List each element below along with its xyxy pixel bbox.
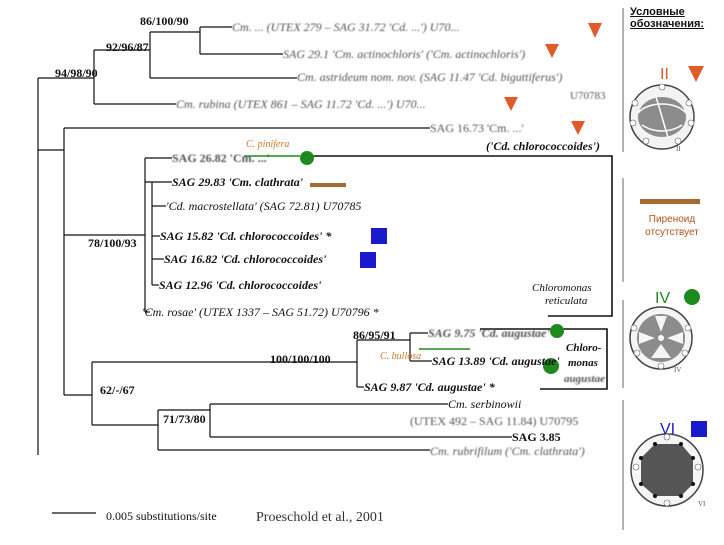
bootstrap-n7: 62/-/67 [100,383,135,397]
legend-type-VI-label: VI [660,421,676,438]
bootstrap-n3: 94/98/90 [55,66,98,80]
taxon-label: ('Cd. chlorococcoides') [486,139,600,153]
taxon-label: SAG 9.75 'Cd. augustae' [428,326,550,340]
bootstrap-n6: 100/100/100 [270,352,331,366]
legend-type-IV-label: IV [655,290,671,307]
clade-label: augustae [564,373,605,385]
taxon-label: Cm. serbinowii [448,397,522,411]
cell-type-II-icon [629,83,695,150]
bootstrap-n4: 78/100/93 [88,236,137,250]
cell-type-VI-caption: VI [698,500,706,508]
type-VI-square-marker [360,252,376,268]
type-II-triangle-marker [588,23,602,38]
taxon-label: SAG 26.82 'Cm. ...' [172,151,271,165]
taxon-label: SAG 3.85 [512,430,561,444]
legend-title: Условные обозначения: [630,6,705,30]
taxon-label: Cm. rubrifilum ('Cm. clathrata') [430,444,585,458]
taxon-label: Cm. ... (UTEX 279 – SAG 31.72 'Cd. ...')… [232,20,460,34]
no-pyrenoid-bar-marker [310,183,346,187]
taxon-accession: (UTEX 492 – SAG 11.84) U70795 [410,414,579,428]
bootstrap-n8: 71/73/80 [163,412,206,426]
legend-type-II-label: II [660,66,669,83]
type-IV-circle-marker [543,358,559,374]
pyrenoid-absent-label: Пиреноид отсутствует [645,214,699,238]
taxon-label: SAG 29.83 'Cm. clathrata' [172,175,304,189]
clade-label: Chloromonas [532,282,592,294]
bootstrap-n5: 86/95/91 [353,328,396,342]
taxon-label: SAG 12.96 'Cd. chlorococcoides' [159,278,322,292]
clade-label: Chloro- [566,342,602,354]
type-II-triangle-marker [545,44,559,58]
taxon-label: 'Cd. macrostellata' (SAG 72.81) U70785 [166,199,362,213]
cell-type-IV-icon [629,306,693,370]
cell-type-IV-caption: IV [674,366,682,374]
cell-type-II-caption: II [676,145,681,153]
taxon-label: SAG 13.89 'Cd. augustae' [432,354,560,368]
taxon-label: SAG 16.73 'Cm. ...' [430,121,524,135]
taxon-label: SAG 15.82 'Cd. chlorococcoides' * [160,229,332,243]
taxon-label: Cm. astrideum nom. nov. (SAG 11.47 'Cd. … [297,70,563,84]
type-IV-circle-marker [300,151,314,165]
legend-square-icon [691,421,707,437]
citation: Proeschold et al., 2001 [256,510,384,525]
taxon-accession: U70783 [570,90,606,102]
type-II-triangle-marker [571,121,585,135]
bootstrap-n1: 86/100/90 [140,14,189,28]
species-annotation: C. pinifera [246,139,290,150]
type-VI-square-marker [371,228,387,244]
scale-bar-label: 0.005 substitutions/site [106,509,217,523]
type-II-triangle-marker [504,97,518,111]
bootstrap-n2: 92/96/87 [106,40,149,54]
clade-label: reticulata [545,295,588,307]
taxon-label: SAG 9.87 'Cd. augustae' * [364,380,495,394]
clade-label: monas [568,357,598,369]
legend-circle-icon [684,289,700,305]
legend-bar-icon [640,199,700,204]
taxon-label: SAG 29.1 'Cm. actinochloris' ('Cm. actin… [283,47,526,61]
taxon-label: Cm. rubina (UTEX 861 – SAG 11.72 'Cd. ..… [176,97,426,111]
cell-type-VI-icon [630,433,704,507]
species-annotation: C. bullosa [380,351,422,362]
type-IV-circle-marker [550,324,564,338]
taxon-label: 'Cm. rosae' (UTEX 1337 – SAG 51.72) U707… [142,305,379,319]
legend-triangle-icon [688,66,704,82]
taxon-label: SAG 16.82 'Cd. chlorococcoides' [164,252,327,266]
